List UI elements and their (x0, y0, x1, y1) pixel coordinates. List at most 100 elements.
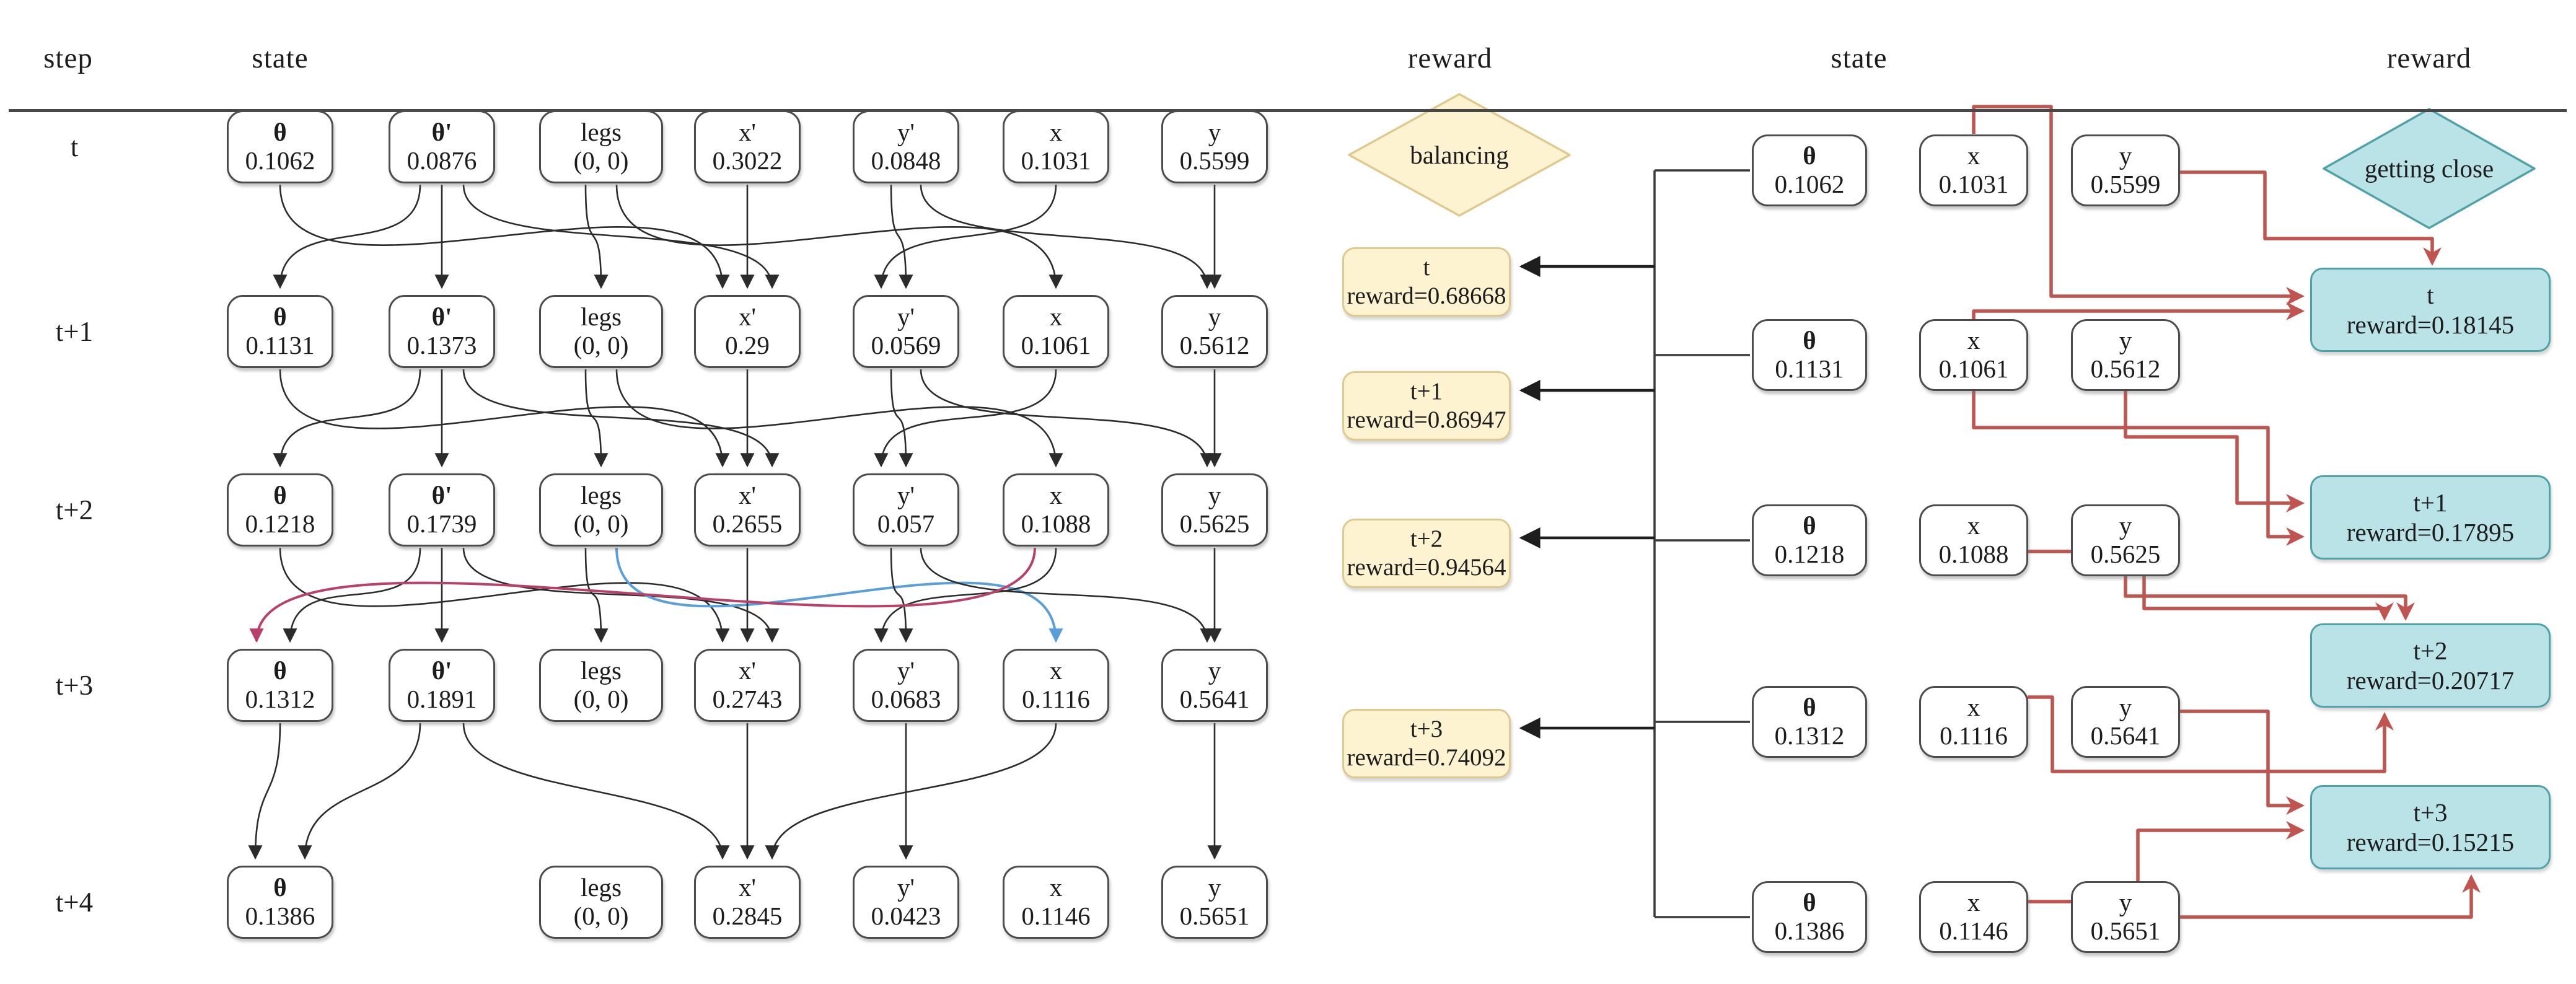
node-y_dot-value: 0.057 (877, 509, 935, 538)
node-x_dot-value: 0.2655 (712, 509, 783, 538)
node-theta-value: 0.1218 (245, 509, 315, 538)
header-underline (9, 109, 2567, 112)
right-node-y-value: 0.5651 (2090, 916, 2161, 945)
node-theta_dot-label: θ' (431, 656, 452, 685)
right-node-y-label: y (2119, 141, 2132, 170)
causal-edge (890, 547, 913, 643)
node-theta_dot-label: θ' (431, 302, 452, 332)
node-theta_dot-t+1: θ'0.1373 (389, 295, 495, 368)
node-x_dot-value: 0.2845 (712, 902, 783, 930)
node-legs-label: legs (580, 873, 622, 902)
causal-edge (462, 184, 780, 289)
right-node-x-label: x (1967, 888, 1980, 917)
right-node-theta-value: 0.1131 (1775, 354, 1844, 383)
node-x_dot-value: 0.2743 (712, 685, 783, 713)
column-header-reward-right: reward (2386, 42, 2472, 74)
node-legs-t+3: legs(0, 0) (539, 649, 663, 722)
getting-close-reward-arrow (2180, 170, 2442, 266)
node-theta_dot-value: 0.1739 (407, 509, 477, 538)
reward-value: reward=0.86947 (1347, 406, 1506, 433)
node-x-label: x (1049, 656, 1063, 685)
node-x-value: 0.1116 (1022, 685, 1090, 713)
node-y-value: 0.5651 (1179, 902, 1250, 930)
balancing-diamond (1348, 93, 1571, 217)
node-x_dot-t+3: x'0.2743 (694, 649, 801, 722)
causal-edge (920, 184, 1215, 289)
causal-edge (615, 184, 1063, 289)
right-node-theta-label: θ (1803, 888, 1816, 917)
node-x-label: x (1049, 118, 1063, 147)
node-y-label: y (1208, 481, 1221, 510)
causal-edge (615, 369, 1063, 468)
node-theta_dot-t: θ'0.0876 (389, 110, 495, 183)
node-y-label: y (1208, 873, 1221, 902)
causal-edge (584, 369, 609, 468)
step-label-t: t (70, 131, 79, 162)
right-node-x-label: x (1967, 326, 1980, 355)
getting-close-diamond-label: getting close (2364, 154, 2494, 183)
getting-close-reward-arrow (2180, 709, 2305, 815)
right-node-theta-value: 0.1312 (1774, 721, 1845, 750)
node-legs-t: legs(0, 0) (539, 110, 663, 183)
node-y-value: 0.5599 (1179, 146, 1250, 175)
node-x_dot-label: x' (739, 302, 756, 332)
node-x-label: x (1049, 302, 1063, 332)
reward-value: reward=0.20717 (2346, 666, 2515, 695)
node-legs-label: legs (580, 481, 622, 510)
causal-edge (462, 547, 780, 643)
reward-step: t+2 (1410, 525, 1443, 552)
right-node-y-label: y (2119, 326, 2132, 355)
node-theta-label: θ (273, 656, 287, 685)
right-node-y-value: 0.5625 (2090, 540, 2161, 568)
causal-edge (248, 723, 281, 860)
getting-close-reward-arrow (2124, 576, 2415, 621)
node-y-label: y (1208, 656, 1221, 685)
node-theta_dot-value: 0.1373 (407, 331, 477, 359)
node-theta_dot-t+2: θ'0.1739 (389, 473, 495, 547)
node-x-value: 0.1088 (1021, 509, 1091, 538)
node-y_dot-value: 0.0423 (871, 902, 941, 930)
causal-edge (584, 547, 609, 643)
node-legs-t+1: legs(0, 0) (539, 295, 663, 368)
causal-edge (874, 369, 1057, 468)
right-node-x-label: x (1967, 511, 1980, 540)
causal-edge (279, 369, 730, 468)
node-x_dot-value: 0.3022 (712, 146, 783, 175)
node-y_dot-value: 0.0683 (871, 685, 941, 713)
reward-value: reward=0.17895 (2346, 518, 2515, 547)
right-node-x-value: 0.1146 (1939, 916, 2008, 945)
node-legs-t+2: legs(0, 0) (539, 473, 663, 547)
right-node-x-value: 0.1061 (1938, 354, 2009, 383)
reward-value: reward=0.68668 (1347, 283, 1506, 309)
causal-edge (874, 184, 1057, 289)
node-legs-value: (0, 0) (573, 331, 629, 359)
node-x_dot-t+4: x'0.2845 (694, 866, 801, 939)
reward-step: t+3 (2413, 797, 2448, 827)
right-node-x-value: 0.1031 (1938, 170, 2009, 198)
reward-step: t+1 (1410, 377, 1443, 405)
getting-close-reward-arrow (1972, 391, 2305, 546)
node-y_dot-label: y' (897, 481, 915, 510)
node-x-value: 0.1061 (1021, 331, 1091, 359)
getting-close-reward-arrow (2180, 874, 2481, 919)
node-theta-value: 0.1062 (245, 146, 315, 175)
node-y_dot-label: y' (897, 656, 915, 685)
node-theta-label: θ (273, 873, 287, 902)
node-y_dot-t+1: y'0.0569 (853, 295, 959, 368)
node-x-label: x (1049, 873, 1063, 902)
